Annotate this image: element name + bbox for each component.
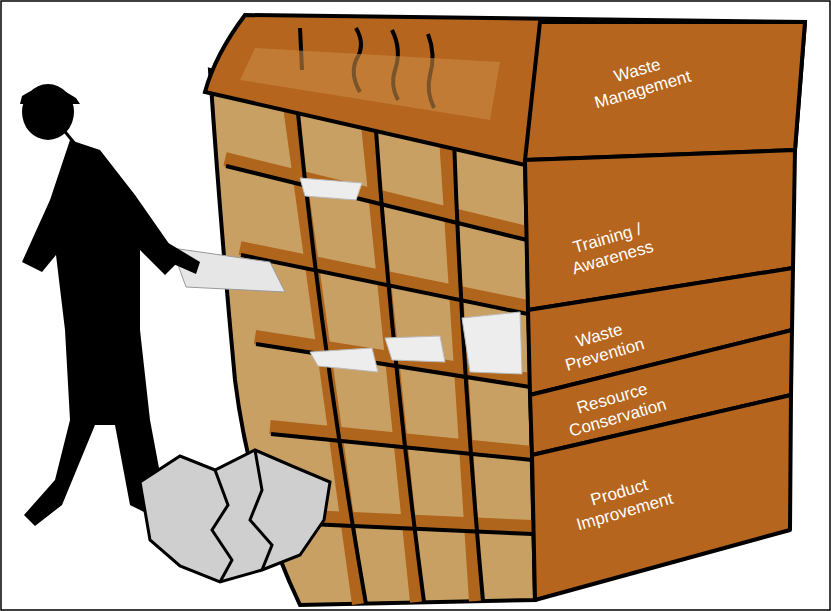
board-edge — [271, 434, 532, 460]
person-body — [22, 140, 178, 526]
paper-creases — [212, 450, 272, 582]
crumpled-paper — [140, 450, 330, 582]
papers — [300, 178, 522, 374]
top-highlight — [240, 48, 500, 120]
board-edge — [226, 166, 527, 240]
label-band: Product Improvement — [532, 395, 791, 600]
shelf-top — [205, 15, 805, 165]
shelf-board — [225, 159, 527, 233]
paper-sheet — [385, 336, 445, 362]
band-outline — [525, 22, 805, 160]
paper-sheet — [310, 348, 378, 372]
label-band: Waste Management — [525, 22, 805, 160]
person-hand — [146, 232, 200, 274]
board-edge — [286, 523, 533, 534]
paper-sheet — [462, 312, 522, 374]
paper-sheet — [300, 178, 362, 200]
shelf-board — [240, 248, 528, 307]
shelf-board — [270, 427, 532, 453]
person-hat — [20, 87, 80, 104]
band-outline — [532, 395, 791, 600]
board-edge — [241, 255, 528, 314]
